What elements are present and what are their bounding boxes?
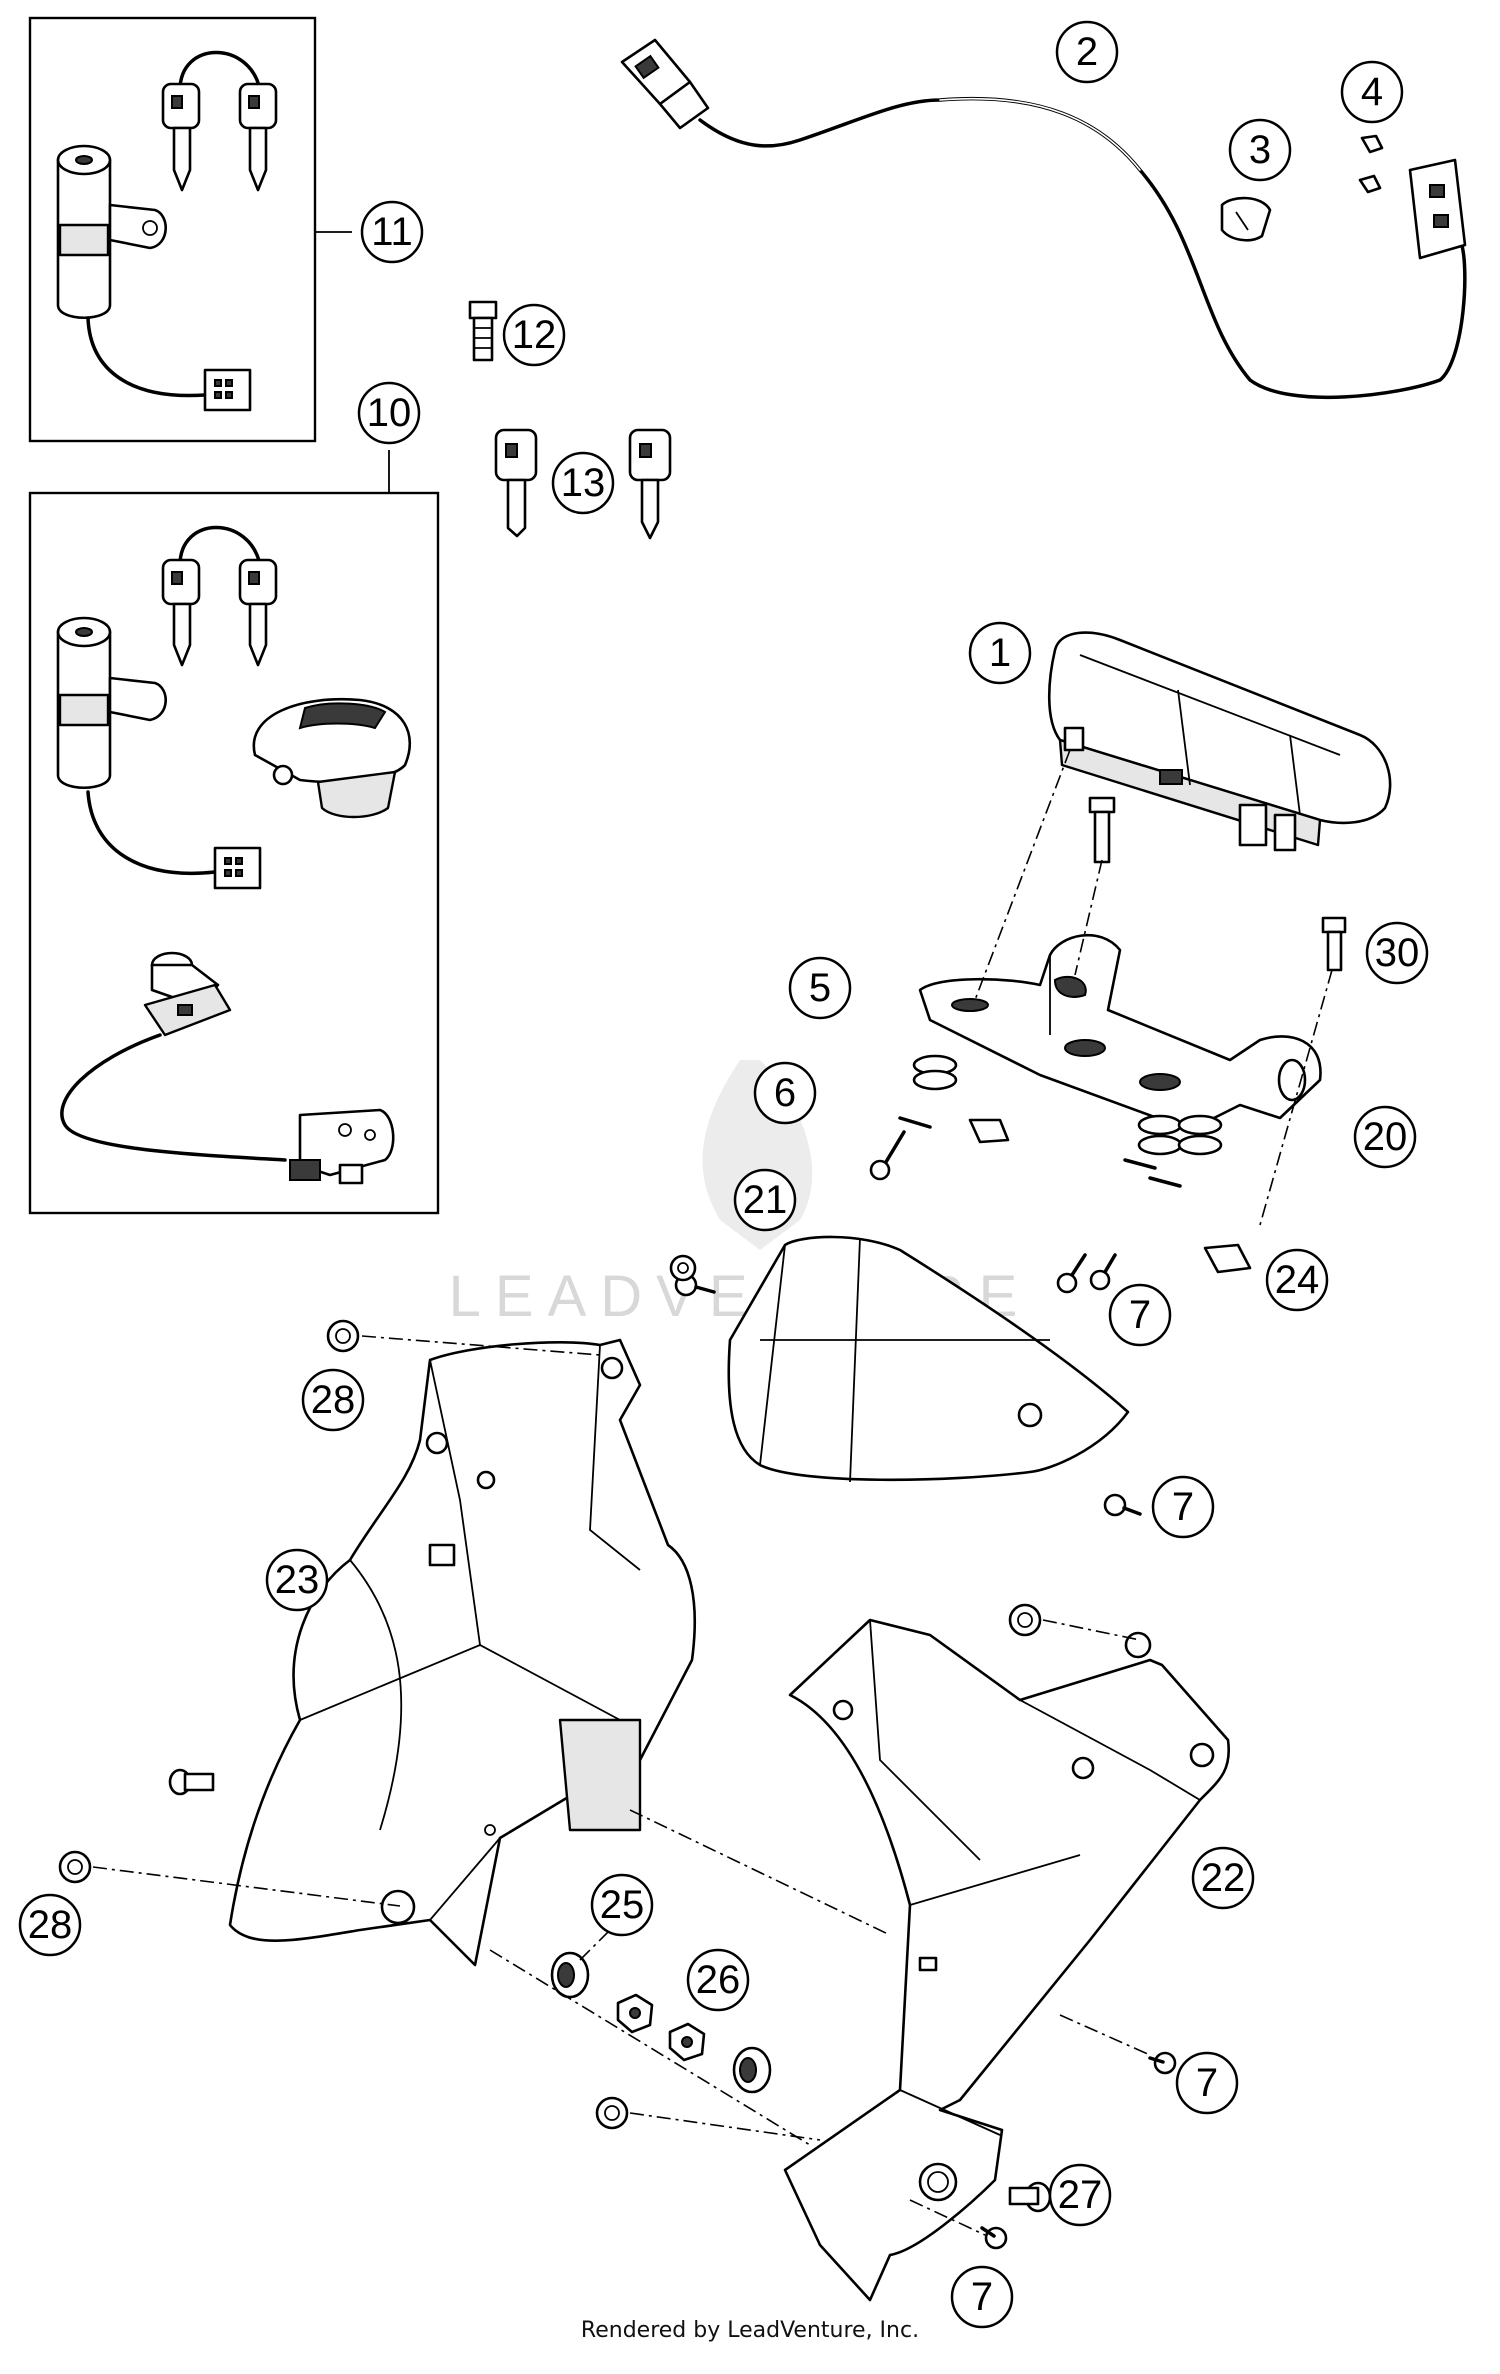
svg-text:11: 11	[371, 210, 413, 254]
svg-text:12: 12	[512, 313, 557, 357]
callout-4: 4	[1340, 60, 1404, 124]
svg-text:26: 26	[696, 1958, 741, 2002]
right-fairing-icon	[783, 1618, 1231, 2302]
callout-3: 3	[1228, 118, 1292, 182]
callout-23: 23	[265, 1548, 329, 1612]
connector-icon	[213, 846, 262, 890]
screw-icon	[1148, 2051, 1177, 2075]
svg-text:3: 3	[1249, 128, 1271, 172]
callout-24: 24	[1265, 1248, 1329, 1312]
callout-7: 7	[1108, 1283, 1172, 1347]
ignition-lock-icon	[56, 144, 167, 320]
callout-12: 12	[502, 303, 566, 367]
svg-text:27: 27	[1058, 2173, 1103, 2217]
flange-nut-icon	[326, 1319, 360, 1353]
svg-text:2: 2	[1076, 30, 1098, 74]
svg-text:22: 22	[1201, 1856, 1246, 1900]
callout-28: 28	[301, 1368, 365, 1432]
screw-icon	[1056, 1253, 1117, 1294]
callout-21: 21	[733, 1168, 797, 1232]
callout-25: 25	[590, 1873, 654, 1937]
svg-text:10: 10	[367, 391, 412, 435]
svg-text:7: 7	[1196, 2061, 1218, 2105]
callout-20: 20	[1353, 1105, 1417, 1169]
flange-nut-icon	[669, 1254, 697, 1282]
svg-text:1: 1	[989, 631, 1011, 675]
cable-clip-icon	[1220, 196, 1272, 242]
svg-text:7: 7	[1129, 1293, 1151, 1337]
svg-text:25: 25	[600, 1883, 645, 1927]
callout-6: 6	[753, 1061, 817, 1125]
bushing-icon	[550, 1951, 590, 1999]
kit-box-11	[28, 16, 352, 443]
callout-11: 11	[360, 200, 424, 264]
svg-text:30: 30	[1375, 931, 1420, 975]
svg-text:28: 28	[28, 1903, 73, 1947]
lock-actuator-icon	[143, 951, 232, 1037]
leader-lines	[92, 749, 1333, 2236]
connector-block-icon	[1408, 158, 1467, 260]
svg-text:24: 24	[1275, 1258, 1320, 1302]
key-icon	[161, 82, 201, 192]
clip-icon	[968, 1118, 1252, 1274]
wiring-harness-icon	[620, 38, 1467, 400]
callout-7: 7	[1151, 1475, 1215, 1539]
callout-10: 10	[357, 381, 421, 445]
callout-7: 7	[1175, 2051, 1239, 2115]
nut-icon	[616, 1993, 654, 2034]
svg-text:7: 7	[1172, 1485, 1194, 1529]
latch-plate-icon	[289, 1108, 395, 1185]
svg-text:23: 23	[275, 1558, 320, 1602]
kit-box-10	[28, 450, 440, 1215]
key-icon	[494, 428, 538, 538]
key-icon	[238, 82, 278, 192]
svg-text:21: 21	[743, 1178, 788, 1222]
key-icon	[161, 558, 201, 667]
flange-nut-icon	[58, 1850, 92, 1884]
instrument-cluster-icon	[1047, 631, 1392, 852]
bolt-icon	[1321, 916, 1347, 972]
callout-28: 28	[18, 1893, 82, 1957]
svg-text:7: 7	[971, 2275, 993, 2319]
callout-5: 5	[788, 956, 852, 1020]
nut-icon	[668, 2022, 706, 2062]
callout-26: 26	[686, 1948, 750, 2012]
callout-22: 22	[1191, 1846, 1255, 1910]
screw-icon	[869, 1130, 906, 1181]
callout-7: 7	[950, 2265, 1014, 2329]
callout-2: 2	[1055, 20, 1119, 84]
bolt-icon	[1008, 2181, 1052, 2213]
spacer-icon	[898, 1116, 1182, 1188]
ignition-lock-icon	[56, 616, 167, 790]
callout-13: 13	[551, 451, 615, 515]
svg-text:4: 4	[1361, 70, 1383, 114]
bolt-icon	[468, 300, 498, 362]
callout-30: 30	[1365, 921, 1429, 985]
screw-icon	[1358, 134, 1384, 194]
connector-icon	[203, 368, 252, 412]
flange-nut-icon	[595, 2096, 629, 2130]
callout-27: 27	[1048, 2163, 1112, 2227]
key-icon	[238, 558, 278, 667]
svg-text:20: 20	[1363, 1115, 1408, 1159]
svg-text:28: 28	[311, 1378, 356, 1422]
screw-icon	[980, 2226, 1008, 2250]
grommet-icon	[912, 1054, 1223, 1156]
instrument-bracket-icon	[918, 933, 1322, 1132]
bolt-icon	[168, 1768, 215, 1796]
flange-nut-icon	[1008, 1603, 1042, 1637]
svg-text:13: 13	[561, 461, 606, 505]
windscreen-icon	[727, 1235, 1130, 1483]
fuel-cap-icon	[252, 697, 412, 819]
left-fairing-icon	[228, 1338, 697, 1967]
bolt-icon	[1088, 796, 1116, 864]
key-icon	[628, 428, 672, 540]
screw-icon	[1103, 1493, 1142, 1517]
svg-text:6: 6	[774, 1071, 796, 1115]
render-credit: Rendered by LeadVenture, Inc.	[580, 2318, 920, 2343]
callout-1: 1	[968, 621, 1032, 685]
bushing-icon	[732, 2046, 772, 2094]
svg-text:5: 5	[809, 966, 831, 1010]
